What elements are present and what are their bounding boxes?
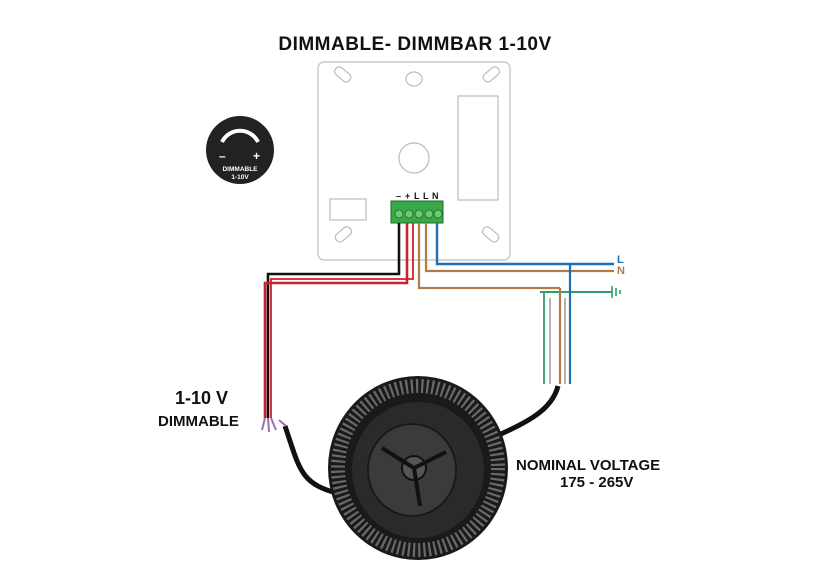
plate-slot-top (405, 71, 423, 87)
wire-red-dim-2 (270, 223, 414, 418)
wire-black-dim (266, 223, 401, 418)
dimmable-icon-minus: – (219, 149, 226, 163)
plate-mount-hole (333, 66, 352, 83)
plate-switch-window (457, 95, 499, 201)
lamp-driver (328, 376, 508, 560)
earth-symbol-icon (611, 286, 621, 298)
voltage-label-line2: 175 - 265V (560, 474, 634, 491)
plate-mount-hole (334, 226, 353, 243)
wire-red-dim (263, 223, 409, 418)
wire-brown-l-out (417, 223, 560, 290)
wire-brown-n (424, 223, 614, 273)
terminal-label-minus: – (396, 191, 401, 201)
terminal-label-plus: + (405, 191, 410, 201)
dimmable-icon-plus: + (253, 149, 260, 163)
wire-label-live: L (617, 254, 624, 266)
control-plate (317, 61, 511, 261)
terminal-screws (394, 209, 443, 219)
plate-mount-hole (481, 226, 500, 243)
plate-knob-hole (398, 142, 430, 174)
wire-label-neutral: N (617, 265, 625, 277)
dimmable-icon-label-bottom: 1-10V (231, 174, 249, 181)
terminal-label-l1: L (414, 191, 420, 201)
dimmable-icon-label-top: DIMMABLE (222, 166, 258, 173)
lamp-fins-ring (331, 379, 505, 557)
voltage-label-line1: NOMINAL VOLTAGE (516, 457, 661, 474)
plate-label-area (329, 198, 367, 221)
dim-cable (282, 425, 341, 497)
dimmable-label-line1: 1-10 V (175, 388, 229, 408)
terminal-label-l2: L (423, 191, 429, 201)
plate-mount-hole (482, 66, 501, 83)
dimmable-label-line2: DIMMABLE (158, 413, 239, 430)
diagram-title: DIMMABLE- DIMMBAR 1-10V (278, 34, 552, 55)
wire-blue-n (435, 223, 614, 266)
terminal-label-n: N (432, 191, 439, 201)
dimmable-icon: – + DIMMABLE 1-10V (206, 116, 274, 184)
dim-cable-ends (261, 417, 287, 433)
